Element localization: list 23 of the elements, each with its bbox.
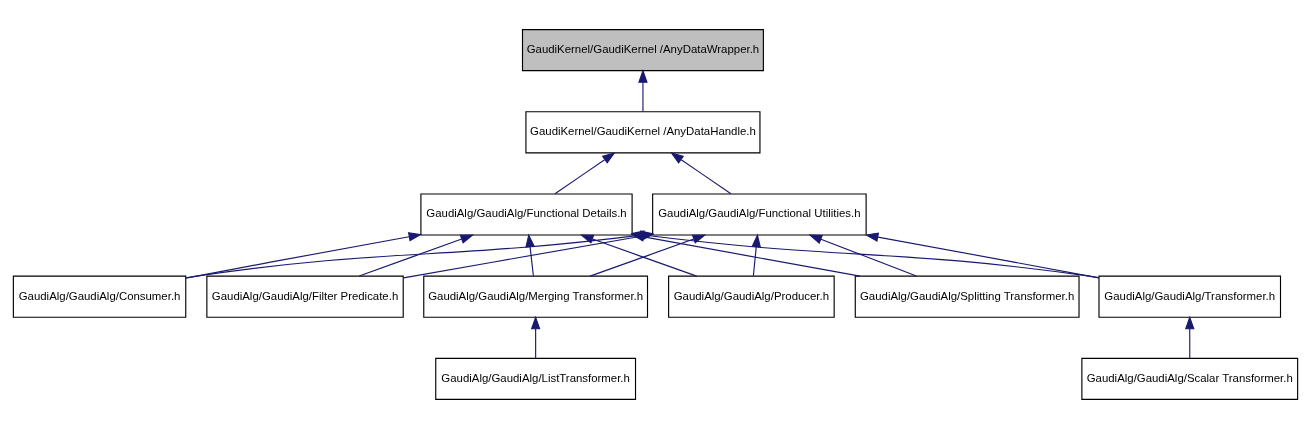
arrow (358, 234, 475, 277)
node-box: GaudiAlg/GaudiAlg/Functional Utilities.h (652, 193, 867, 236)
arrow (808, 234, 917, 277)
node-box: GaudiAlg/GaudiAlg/Functional Details.h (420, 193, 633, 236)
node-box: GaudiKernel/GaudiKernel /AnyDataHandle.h (525, 111, 761, 154)
arrow (530, 315, 541, 359)
node-box: GaudiAlg/GaudiAlg/Producer.h (668, 275, 835, 318)
node-box: GaudiAlg/GaudiAlg/Transformer.h (1098, 275, 1282, 318)
arrow (525, 233, 535, 277)
node-box: GaudiAlg/GaudiAlg/Consumer.h (12, 275, 187, 318)
arrow (864, 232, 1100, 279)
arrow (554, 152, 616, 195)
node-box: GaudiAlg/GaudiAlg/Scalar Transformer.h (1081, 357, 1299, 400)
arrow (185, 232, 423, 279)
arrow (751, 233, 761, 277)
node-box: GaudiAlg/GaudiAlg/ListTransformer.h (435, 357, 637, 400)
node-box: GaudiAlg/GaudiAlg/Filter Predicate.h (206, 275, 404, 318)
arrow (1184, 315, 1195, 359)
arrow (638, 69, 648, 112)
node-box: GaudiAlg/GaudiAlg/Splitting Transformer.h (854, 275, 1080, 318)
node-box: GaudiAlg/GaudiAlg/Merging Transformer.h (423, 275, 649, 318)
arrow (670, 152, 732, 195)
node-box: GaudiKernel/GaudiKernel /AnyDataWrapper.h (521, 29, 764, 72)
